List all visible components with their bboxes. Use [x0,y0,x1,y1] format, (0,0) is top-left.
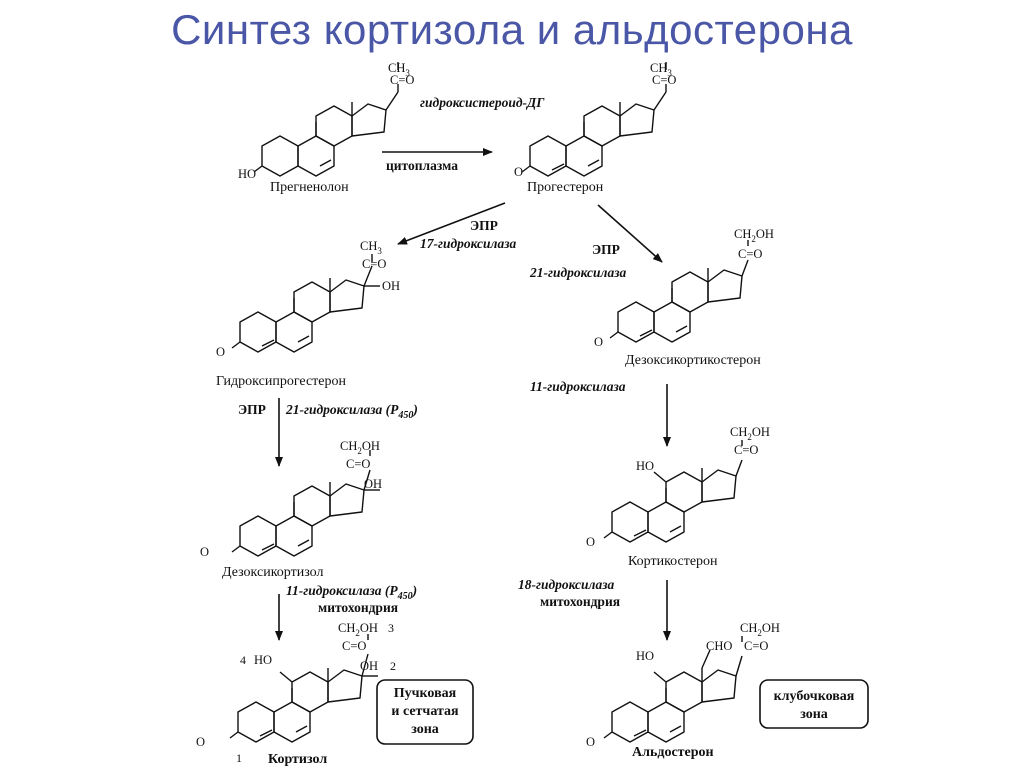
deoxycortisol-oh: OH [364,477,382,491]
location-mitochondria-a: митохондрия [318,600,398,615]
cortisol-ho: HO [254,653,272,667]
corticosterone-structure [603,440,743,543]
fasciculata-zone-line2: и сетчатая [391,704,459,719]
cortisol-ch2oh: CH2OH [338,621,378,638]
deoxycorticosterone-ch2oh: CH2OH [734,227,774,244]
pregnenolone-ch3: CH3 [388,61,410,78]
corticosterone-ch2oh: CH2OH [730,425,770,442]
progesterone-label: Прогестерон [527,180,604,195]
hydroxyprogesterone-o: O [216,345,225,359]
glomerulosa-zone-line1: клубочковая [774,689,855,704]
fasciculata-zone-box [376,679,474,745]
progesterone-structure [521,62,667,177]
progesterone-o: O [514,165,523,179]
cortisol-number-3: 3 [388,621,394,635]
pregnenolone-label: Прегненолон [270,180,349,195]
aldosterone-ch2oh: CH2OH [740,621,780,638]
deoxycorticosterone-structure [609,240,749,343]
aldosterone-structure [603,636,743,743]
hydroxyprogesterone-co: C=O [362,257,386,271]
aldosterone-ho: HO [636,649,654,663]
corticosterone-label: Кортикостерон [628,554,718,569]
fasciculata-zone-line1: Пучковая [394,686,457,701]
aldosterone-co: C=O [744,639,768,653]
enzyme-17-hydroxylase: 17-гидроксилаза [420,236,516,251]
cortisol-number-2: 2 [390,659,396,673]
enzyme-21-hydroxylase-a: 21-гидроксилаза [529,265,626,280]
enzyme-11-hydroxylase-p450: 11-гидроксилаза (Р450) [286,583,417,602]
cortisol-structure [229,634,378,743]
arrow-progesterone-deoxycorticosterone [597,204,663,263]
enzyme-11-hydroxylase-a: 11-гидроксилаза [530,379,626,394]
page-title: Синтез кортизола и альдостерона [171,6,853,53]
arrow-progesterone-hydroxyprogesterone [397,202,506,245]
cortisol-oh: OH [360,659,378,673]
corticosterone-co: C=O [734,443,758,457]
aldosterone-o: O [586,735,595,749]
progesterone-co: C=O [652,73,676,87]
hydroxyprogesterone-ch3: CH3 [360,239,382,256]
hydroxyprogesterone-oh: OH [382,279,400,293]
deoxycortisol-structure [231,450,380,557]
cortisol-co: C=O [342,639,366,653]
aldosterone-label: Альдостерон [632,745,714,760]
cortisol-label: Кортизол [268,752,327,767]
deoxycorticosterone-o: O [594,335,603,349]
glomerulosa-zone-box [759,679,869,729]
deoxycortisol-co: C=O [346,457,370,471]
location-er-17: ЭПР [470,218,498,233]
deoxycorticosterone-co: C=O [738,247,762,261]
enzyme-18-hydroxylase: 18-гидроксилаза [518,577,614,592]
deoxycorticosterone-label: Дезоксикортикостерон [625,353,761,368]
enzyme-hsd: гидроксистероид-ДГ [420,95,545,110]
cortisol-number-1: 1 [236,751,242,765]
progesterone-ch3: CH3 [650,61,672,78]
location-cytoplasm: цитоплазма [386,158,458,173]
pregnenolone-structure [253,62,399,177]
aldosterone-cho: CHO [706,639,732,653]
corticosterone-ho: HO [636,459,654,473]
hydroxyprogesterone-label: Гидроксипрогестерон [216,374,346,389]
deoxycortisol-ch2oh: CH2OH [340,439,380,456]
cortisol-number-4: 4 [240,653,246,667]
fasciculata-zone-line3: зона [411,722,439,737]
hydroxyprogesterone-structure [231,254,380,353]
location-mitochondria-b: митохондрия [540,594,620,609]
cortisol-o: O [196,735,205,749]
pregnenolone-ho: HO [238,167,256,181]
pregnenolone-co: C=O [390,73,414,87]
corticosterone-o: O [586,535,595,549]
deoxycortisol-label: Дезоксикортизол [222,565,323,580]
enzyme-21-hydroxylase-p450: 21-гидроксилаза (Р450) [285,402,418,421]
glomerulosa-zone-line2: зона [800,707,828,722]
deoxycortisol-o: O [200,545,209,559]
location-er-21a: ЭПР [592,242,620,257]
location-er-21b: ЭПР [238,402,266,417]
